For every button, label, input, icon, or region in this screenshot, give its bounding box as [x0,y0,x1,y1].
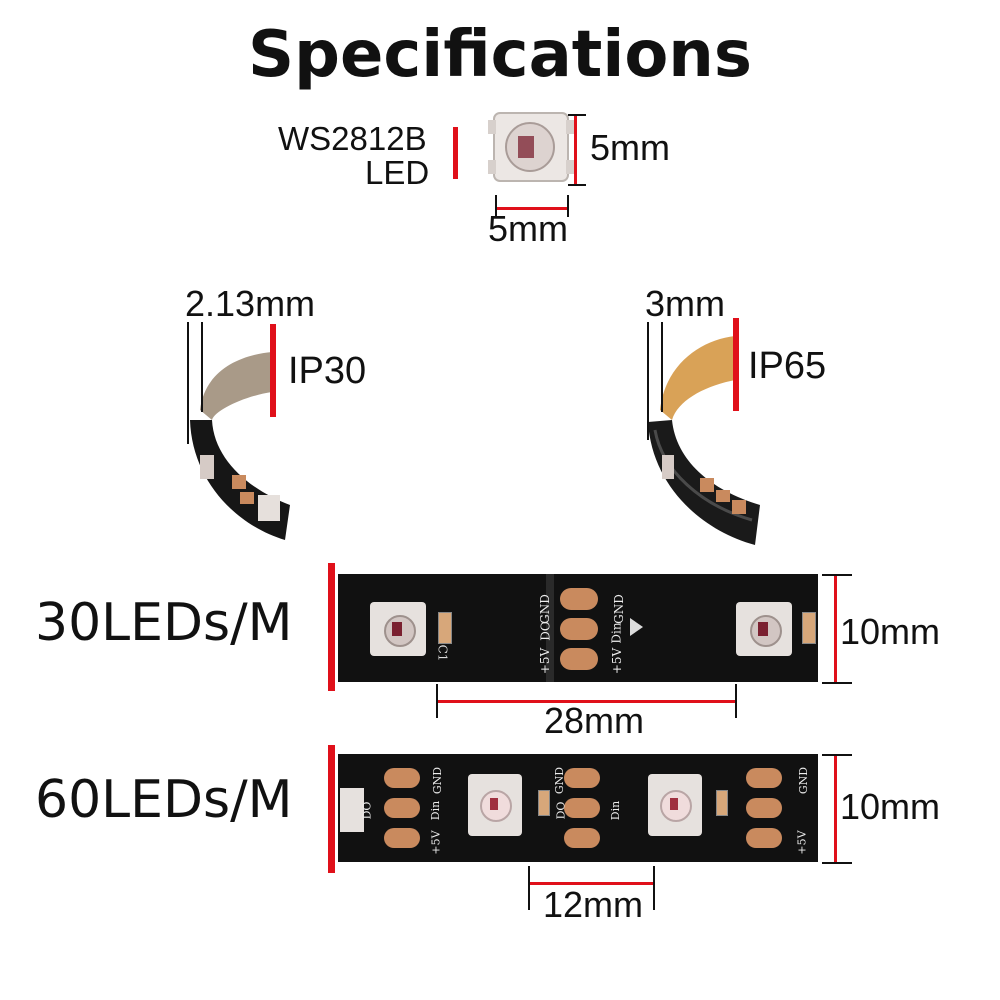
strip60-label: 60LEDs/M [35,770,293,830]
strip30-pitch-line [438,700,735,703]
strip60-pad-power-2 [564,828,600,848]
strip30-cap-label-1: C1 [435,644,450,662]
ip65-rating-label: IP65 [748,345,827,387]
strip60-do-label-1: DO [360,801,374,820]
ip30-thickness-tick-left [187,322,189,444]
strip60-led-2 [648,774,702,836]
strip60-pad-data-2 [564,798,600,818]
strip60-5v-label-1: +5V [429,830,443,855]
strip30-marker [328,563,335,691]
strip60-do-label-2: DO [554,801,568,820]
strip30-capacitor-1 [438,612,452,644]
strip30-pad-gnd-label-left: GND [537,594,552,624]
led-width-line [496,207,568,210]
led-width-tick-left [495,195,497,217]
strip60-pitch-tick-left [528,866,530,910]
strip30-led-1 [370,602,426,656]
page-title: Specifications [248,18,752,92]
strip60-pitch-line [530,882,653,885]
strip30-pitch-tick-left [436,684,438,718]
strip60-pad-data-3 [746,798,782,818]
ip30-thickness-tick-right [201,322,203,412]
strip60-capacitor-2 [716,790,728,816]
strip60-din-label-1: Din [429,800,443,821]
strip60-pad-gnd-1 [384,768,420,788]
led-height-label: 5mm [590,127,670,168]
ip65-thickness-tick-right [661,322,663,412]
strip30-pad-do-label: DO [538,621,553,641]
ip65-thickness-label: 3mm [645,283,725,324]
strip60-din-label-2: Din [609,800,623,821]
strip30-width-line [834,576,837,682]
strip60-capacitor-1 [538,790,550,816]
strip60-width-label: 10mm [840,786,941,827]
strip30-pad-5v-label-right: +5V [610,647,625,675]
strip60-width-line [834,756,837,862]
led-width-tick-right [567,195,569,217]
ip65-thickness-tick-left [647,322,649,440]
strip60-width-tick-bottom [822,862,852,864]
strip60-pitch-label: 12mm [543,884,644,925]
strip30-pitch-label: 28mm [544,700,645,741]
ip30-marker [270,324,276,417]
strip30-width-label: 10mm [840,611,941,652]
led-name-line1: WS2812B [278,120,427,157]
led-width-label: 5mm [488,208,568,249]
strip60-5v-label-3: +5V [795,830,809,855]
led-label-marker [453,127,458,179]
strip60-pitch-tick-right [653,866,655,910]
led-height-tick-bottom [568,184,586,186]
strip30-pad-power [560,648,598,670]
strip60-width-tick-top [822,754,852,756]
ip30-rating-label: IP30 [288,350,367,392]
strip60-pad-gnd-2 [564,768,600,788]
strip60-pad-data-1 [384,798,420,818]
led-height-line [574,115,577,185]
led-height-tick-top [568,114,586,116]
strip60-pad-power-3 [746,828,782,848]
strip30-direction-arrow-icon [630,618,643,636]
strip30-label: 30LEDs/M [35,593,293,653]
strip60-gnd-label-2: GND [553,766,567,795]
strip30-capacitor-2 [802,612,816,644]
strip60-pad-gnd-3 [746,768,782,788]
strip30-pitch-tick-right [735,684,737,718]
strip60-led-0 [340,788,364,832]
strip30-led-2 [736,602,792,656]
strip30-pad-data [560,618,598,640]
strip60-gnd-label-3: GND [797,766,811,795]
strip30-width-tick-top [822,574,852,576]
strip30-pad-din-label: Din [609,622,624,644]
strip60-marker [328,745,335,873]
strip30-pad-gnd [560,588,598,610]
ip30-thickness-label: 2.13mm [185,283,316,324]
ip65-marker [733,318,739,411]
strip30-pad-5v-label-left: +5V [538,647,553,675]
strip30-width-tick-bottom [822,682,852,684]
led-name-line2: LED [365,154,430,191]
strip60-gnd-label-1: GND [431,766,445,795]
strip60-led-1 [468,774,522,836]
strip60-pad-power-1 [384,828,420,848]
strip60-board: DO GND Din +5V GND DO Din GND +5V [338,754,818,862]
strip30-board: C1 GND DO +5V GND Din +5V [338,574,818,682]
strip30-pad-gnd-label-right: GND [611,594,626,624]
